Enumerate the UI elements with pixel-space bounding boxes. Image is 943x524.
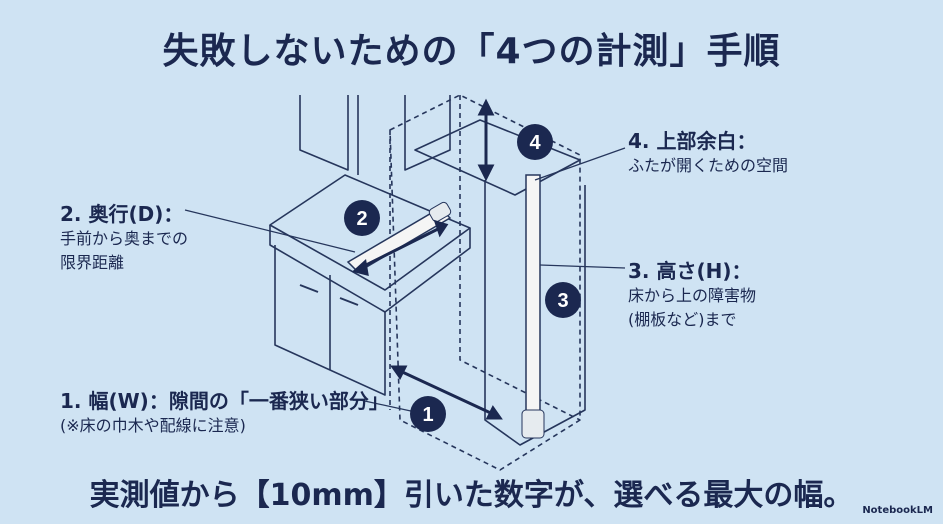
svg-text:4: 4 [529, 132, 541, 154]
label-height-head: 3. 高さ(H)： [628, 259, 752, 283]
svg-text:2: 2 [356, 208, 367, 230]
label-depth-line2: 限界距離 [60, 253, 125, 272]
tape-depth [346, 201, 452, 273]
label-width-line1: (※床の巾木や配線に注意) [60, 416, 246, 435]
label-top-line1: ふたが開くための空間 [628, 156, 789, 175]
label-height-line1: 床から上の障害物 [628, 286, 757, 305]
leader-width [359, 399, 421, 414]
tape-height [521, 174, 545, 439]
label-width: 1. 幅(W)：隙間の「一番狭い部分」 (※床の巾木や配線に注意) [60, 385, 389, 438]
leader-depth [184, 209, 356, 253]
svg-text:1: 1 [422, 404, 433, 426]
label-height: 3. 高さ(H)： 床から上の障害物 (棚板など)まで [628, 255, 756, 332]
label-depth-line1: 手前から奥までの [60, 229, 189, 248]
page-title: 失敗しないための「4つの計測」手順 [162, 31, 781, 72]
brand-logo: NotebookLM [862, 505, 933, 516]
label-depth: 2. 奥行(D)： 手前から奥までの 限界距離 [60, 198, 188, 275]
marker-4: 4 [517, 124, 553, 160]
depth-arrow [359, 226, 441, 270]
label-height-line2: (棚板など)まで [628, 310, 737, 329]
footer-note: 実測値から【10mm】引いた数字が、選べる最大の幅。 [89, 478, 854, 513]
label-top: 4. 上部余白： ふたが開くための空間 [628, 125, 788, 178]
right-column [484, 180, 586, 446]
label-width-head: 1. 幅(W)：隙間の「一番狭い部分」 [60, 389, 389, 413]
label-top-head: 4. 上部余白： [628, 129, 757, 153]
svg-text:3: 3 [557, 290, 568, 312]
wall-cabinet [299, 95, 451, 175]
marker-1: 1 [410, 396, 446, 432]
label-depth-head: 2. 奥行(D)： [60, 202, 184, 226]
leader-height [539, 264, 626, 269]
shelf [414, 119, 581, 196]
width-arrow [397, 368, 496, 417]
leader-top [534, 147, 626, 181]
marker-2: 2 [344, 200, 380, 236]
marker-3: 3 [545, 282, 581, 318]
